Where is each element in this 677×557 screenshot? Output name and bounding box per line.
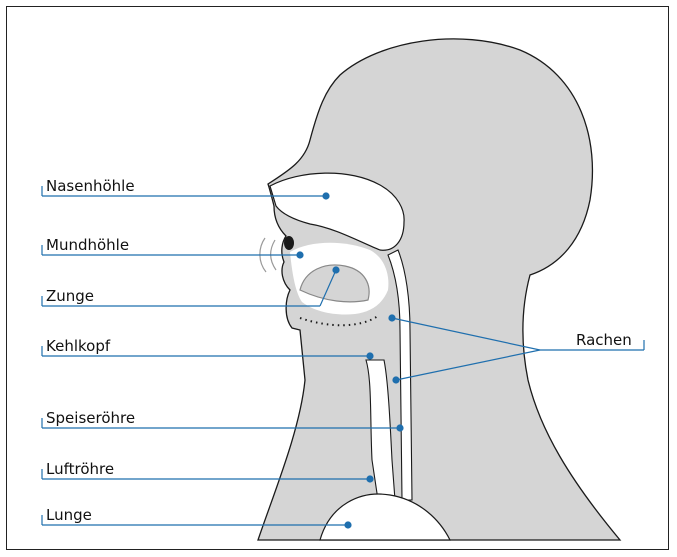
label-lunge: Lunge xyxy=(46,506,92,524)
label-nasenhoehle: Nasenhöhle xyxy=(46,177,135,195)
nostril xyxy=(284,236,294,250)
label-speiseroehre: Speiseröhre xyxy=(46,409,135,427)
label-rachen: Rachen xyxy=(576,331,632,349)
label-luftroehre: Luftröhre xyxy=(46,460,114,478)
label-kehlkopf: Kehlkopf xyxy=(46,337,110,355)
label-zunge: Zunge xyxy=(46,287,94,305)
label-mundhoehle: Mundhöhle xyxy=(46,236,129,254)
